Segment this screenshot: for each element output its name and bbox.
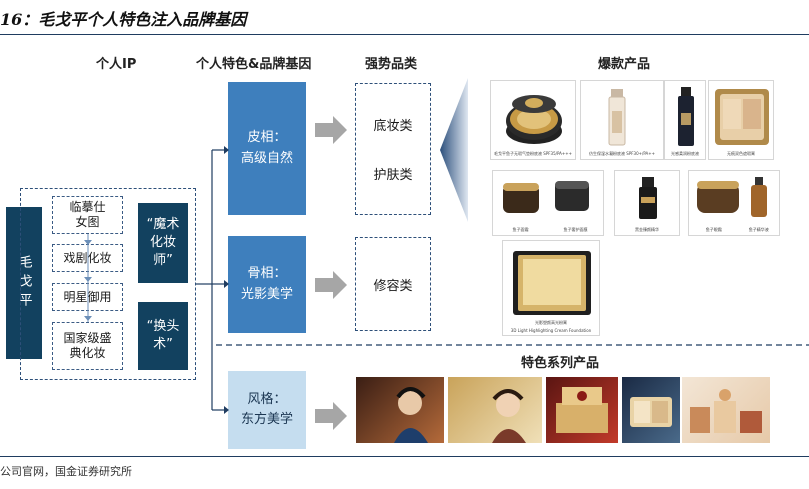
category-box-base-skin: 底妆类 护肤类 [355,83,431,215]
top-divider [0,34,809,35]
essence-bottle-icon [639,177,657,219]
caption-cushion: 毛戈平鱼子无瑕气垫粉底液 SPF35/PA+++ [494,151,572,156]
source-note: 公司官网，国金证券研究所 [0,465,132,478]
portrait-icon [394,387,428,443]
trait-style-desc: 东方美学 [240,412,293,427]
product-eye-cream-serum-image: 鱼子眼霜 鱼子精华液 [688,170,780,236]
category-contour: 修容类 [373,278,413,294]
nickname-label-2: “换头术” [146,318,180,352]
header-traits: 个人特色&品牌基因 [196,57,312,72]
featured-series-image-2 [448,377,542,443]
featured-series-image-5 [682,377,770,443]
foundation-bottle-icon [608,89,626,146]
trait-skin-desc: 高级自然 [240,150,293,166]
spotlight-fan [440,78,468,222]
figure-title: 16：毛戈平个人特色注入品牌基因 [0,10,247,29]
caption-caviar-serum: 鱼子精华液 [748,227,769,232]
ip-container [20,188,196,380]
stage-arrow-2 [84,277,92,282]
stage-box-4: 国家级盛典化妆 [52,322,123,370]
caption-foundation-2: 光感柔润粉底液 [671,151,699,156]
trait-skin-title: 皮相： [247,130,287,146]
caption-black-gold-essence: 黑金臻颜精华 [635,227,659,232]
gray-arrow-style [315,402,347,430]
product-highlight-cream-image: 光影塑颜高光粉膏 3D Light Highlighting Cream Fou… [502,240,600,336]
nickname-label-1: “魔术化妆师” [146,216,180,269]
featured-series-image-1 [356,377,444,443]
bottom-divider [0,456,809,457]
branch-arrow-style [224,406,229,414]
gift-set-icon [556,387,608,433]
highlight-compact-icon [513,251,591,315]
caption-concealer: 无痕双色遮瑕膏 [727,151,755,156]
portrait-icon [492,389,526,443]
cushion-compact-icon [506,95,562,144]
caption-eye-cream: 鱼子眼霜 [705,227,722,232]
stage-box-1: 临摹仕女图 [52,196,123,234]
product-foundation-2-image: 光感柔润粉底液 [664,80,706,160]
header-categories: 强势品类 [365,57,418,72]
gray-arrow-skin [315,116,347,144]
product-black-gold-essence-image: 黑金臻颜精华 [614,170,680,236]
branch-arrow-skin [224,146,229,154]
trait-box-style: 风格： 东方美学 [228,371,306,449]
trait-style-title: 风格： [247,391,287,407]
caption-highlight-cream-en: 3D Light Highlighting Cream Foundation [510,328,592,333]
featured-series-image-4 [622,377,680,443]
header-featured-series: 特色系列产品 [521,356,600,371]
trait-bone-desc: 光影美学 [240,286,293,302]
category-box-contour: 修容类 [355,237,431,331]
caption-caviar-cream: 鱼子面霜 [512,227,529,232]
stage-label-4: 国家级盛典化妆 [63,331,112,360]
category-skincare: 护肤类 [373,168,413,184]
stage-label-2: 戏剧化妆 [63,250,112,265]
nickname-box-2: “换头术” [138,302,188,370]
product-concealer-image: 无痕双色遮瑕膏 [708,80,774,160]
featured-series-image-3 [546,377,618,443]
product-cushion-image: 毛戈平鱼子无瑕气垫粉底液 SPF35/PA+++ [490,80,576,160]
palette-icon [630,397,672,427]
category-base-makeup: 底妆类 [373,118,413,134]
product-foundation-1-image: 仿生保湿水凝粉底液 SPF30+/PA++ [580,80,664,160]
branch-arrow-bone [224,280,229,288]
nickname-box-1: “魔术化妆师” [138,203,188,283]
stage-label-3: 明星御用 [63,289,112,304]
concealer-palette-icon [715,89,769,145]
stage-arrow-1 [84,240,92,245]
product-caviar-cream-mask-image: 鱼子面霜 鱼子奢护面膜 [492,170,604,236]
trait-bone-title: 骨相： [247,266,287,282]
caption-foundation-1: 仿生保湿水凝粉底液 SPF30+/PA++ [589,151,655,156]
stage-arrow-3 [84,316,92,321]
gray-arrow-bone [315,271,347,299]
trait-box-skin: 皮相： 高级自然 [228,82,306,215]
foundation-dark-bottle-icon [678,87,694,146]
eye-cream-serum-icon [697,177,767,217]
caption-caviar-mask: 鱼子奢护面膜 [563,227,588,232]
header-personal-ip: 个人IP [96,57,137,72]
trait-box-bone: 骨相： 光影美学 [228,236,306,333]
caviar-jars-icon [503,181,589,213]
caption-highlight-cream: 光影塑颜高光粉膏 [535,320,567,325]
stage-label-1: 临摹仕女图 [69,200,106,229]
header-hot-products: 爆款产品 [598,57,651,72]
product-lineup-icon [690,389,762,433]
